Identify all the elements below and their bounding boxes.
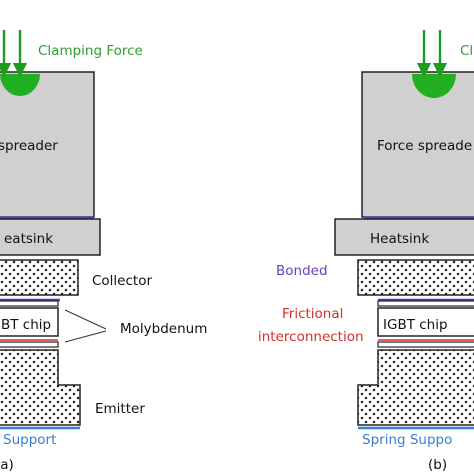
support-label-b: Spring Suppo: [362, 432, 452, 448]
frictional-label-line2: interconnection: [258, 329, 364, 345]
heatsink-block-b: [334, 218, 474, 256]
heatsink-block-a: [0, 218, 101, 256]
spreader-label-a: spreader: [0, 138, 58, 154]
spreader-label-b: Force spreade: [377, 138, 472, 154]
molybdenum-upper-a: [0, 300, 59, 307]
force-contact-dome-b: [412, 74, 456, 98]
molybdenum-pointer-upper: [64, 309, 107, 330]
force-spreader-block-a: [0, 71, 95, 218]
panel-label-b: (b): [428, 457, 447, 473]
support-label-a: Support: [3, 432, 56, 448]
emitter-block-b: [357, 349, 474, 426]
molybdenum-pointer-lower: [64, 330, 107, 343]
igbt-chip-a: [0, 307, 59, 337]
molybdenum-label: Molybdenum: [120, 321, 207, 337]
clamping-force-label-a: Clamping Force: [38, 43, 143, 59]
bonded-label: Bonded: [276, 263, 328, 279]
igbt-chip-b: [377, 307, 474, 337]
collector-block-b: [357, 259, 474, 296]
molybdenum-upper-b: [377, 300, 474, 307]
igbt-chip-label-b: IGBT chip: [383, 317, 448, 333]
igbt-chip-label-a: BT chip: [1, 317, 51, 333]
emitter-block-a: [0, 349, 81, 426]
collector-block-a: [0, 259, 79, 296]
panel-label-a: (a): [0, 457, 14, 473]
frictional-label-line1: Frictional: [282, 306, 343, 322]
panel-a: Clamping Force spreader eatsink Collecto…: [0, 30, 207, 473]
heatsink-label-b: Heatsink: [370, 231, 429, 247]
force-contact-dome-a: [0, 74, 40, 96]
clamping-force-label-b: Cl: [460, 43, 473, 59]
emitter-label-a: Emitter: [95, 401, 145, 417]
panel-b: Cl Force spreade Heatsink Bonded Frictio…: [258, 30, 474, 473]
collector-label-a: Collector: [92, 273, 152, 289]
molybdenum-lower-a: [0, 341, 59, 348]
heatsink-label-a: eatsink: [4, 231, 53, 247]
molybdenum-lower-b: [377, 341, 474, 348]
